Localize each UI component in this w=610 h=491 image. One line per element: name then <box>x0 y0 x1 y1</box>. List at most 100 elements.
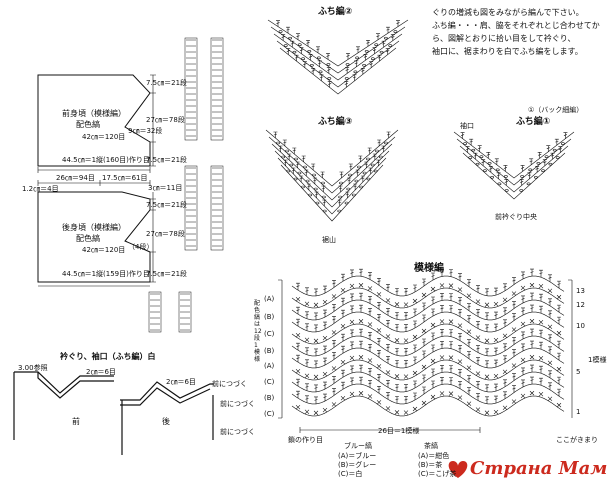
neck-label-4: 前につづく <box>212 380 247 388</box>
stitch-cross <box>313 374 319 380</box>
stitch-dc <box>312 177 317 184</box>
stitch-dc <box>359 304 363 313</box>
stitch-dc <box>306 183 311 190</box>
stitch-cross <box>376 364 382 369</box>
stitch-dc <box>503 355 507 363</box>
pattern-row-line <box>291 299 565 321</box>
stitch-chain <box>303 165 307 169</box>
stitch-dc <box>404 348 408 356</box>
stitch-dc <box>323 321 327 330</box>
stitch-dc <box>305 287 309 295</box>
stitch-chain <box>482 169 487 173</box>
stitch-cross <box>394 410 400 415</box>
stitch-chain <box>471 148 476 152</box>
pattern-row-line <box>291 335 565 357</box>
stitch-chain <box>357 165 361 169</box>
stitch-dc <box>287 153 292 160</box>
stitch-dc <box>341 333 345 342</box>
stitch-chain <box>548 162 553 166</box>
stitch-dc <box>440 365 444 373</box>
stitch-chain <box>316 56 321 60</box>
stitch-cross <box>511 399 517 404</box>
stitch-chain <box>285 149 289 153</box>
pattern-row-line <box>291 395 565 417</box>
note-line-2: ふち編・・・肩、脇をそれぞれとじ合わせてか <box>432 21 600 30</box>
stitch-dc <box>356 46 360 53</box>
stitch-cross <box>385 334 391 339</box>
stitch-cross <box>367 322 373 327</box>
stitch-dc <box>332 304 336 312</box>
front-title: 前身頃（模様編） <box>62 109 126 118</box>
stitch-cross <box>376 292 382 297</box>
legend-left-3: (C)＝白 <box>338 470 363 478</box>
stitch-dc <box>494 287 498 296</box>
stitch-dc <box>304 169 309 176</box>
stitch-dc <box>422 314 426 322</box>
stitch-dc <box>539 329 543 338</box>
stitch-cross <box>466 365 472 370</box>
stitch-dc <box>320 171 325 178</box>
stitch-cross <box>430 286 436 292</box>
legend-right-title: 茶縞 <box>424 442 438 450</box>
stitch-dc <box>563 132 568 139</box>
stitch-dc <box>350 293 354 301</box>
stitch-dc <box>494 395 498 404</box>
stitch-chain <box>375 149 379 153</box>
stitch-cross <box>538 392 544 397</box>
stitch-dc <box>476 321 480 329</box>
stitch-dc <box>548 274 552 282</box>
edging-row <box>462 152 566 200</box>
stitch-cross <box>295 368 301 374</box>
stitch-cross <box>493 337 499 343</box>
note-line-1: ぐりの増減も図をみながら編んで下さい。 <box>432 8 584 17</box>
stitch-cross <box>475 335 481 340</box>
stitch-dc <box>366 39 370 47</box>
stitch-dc <box>404 324 408 332</box>
stitch-dc <box>301 155 306 162</box>
stitch-cross <box>538 320 544 325</box>
stitch-dc <box>458 369 462 377</box>
stitch-cross <box>358 283 364 288</box>
stitch-cross <box>331 366 337 371</box>
stitch-chain <box>359 185 364 189</box>
stitch-dc <box>323 345 327 354</box>
stitch-cross <box>448 391 454 396</box>
stitch-count-columns <box>148 37 224 333</box>
stitch-chain <box>533 175 538 179</box>
stitch-dc <box>467 279 471 287</box>
stitch-dc <box>431 380 435 389</box>
edging-row <box>273 33 403 81</box>
stitch-chain <box>326 63 331 66</box>
stitch-dc <box>458 381 462 389</box>
stitch-dc <box>314 191 319 198</box>
stitch-dc <box>535 165 540 173</box>
stitch-dc <box>404 288 408 296</box>
stitch-chain <box>495 168 500 172</box>
stitch-dc <box>296 33 300 40</box>
stitch-dc <box>554 138 559 146</box>
stitch-dc <box>314 396 318 404</box>
stitch-dc <box>350 377 354 385</box>
stitch-dc <box>368 308 372 316</box>
stitch-dc <box>422 338 426 346</box>
stitch-dc <box>485 324 489 332</box>
stitch-dc <box>377 277 381 286</box>
stitch-dc <box>314 348 318 356</box>
stitch-dc <box>431 332 435 341</box>
stitch-cross <box>295 296 301 302</box>
pattern-left-3: (C) <box>264 330 275 338</box>
stitch-dc <box>467 351 471 359</box>
stitch-dc <box>368 332 372 340</box>
stitch-dc <box>368 167 373 174</box>
stitch-dc <box>359 292 363 301</box>
stitch-dc <box>476 381 480 389</box>
stitch-cross <box>403 410 409 415</box>
pattern-row-line <box>291 287 565 309</box>
count-column <box>178 291 192 333</box>
stitch-chain <box>276 141 280 145</box>
pattern-row-5: 5 <box>576 368 581 376</box>
stitch-dc <box>319 74 324 81</box>
stitch-dc <box>332 376 336 384</box>
stitch-dc <box>422 278 426 286</box>
stitch-dc <box>512 373 516 381</box>
